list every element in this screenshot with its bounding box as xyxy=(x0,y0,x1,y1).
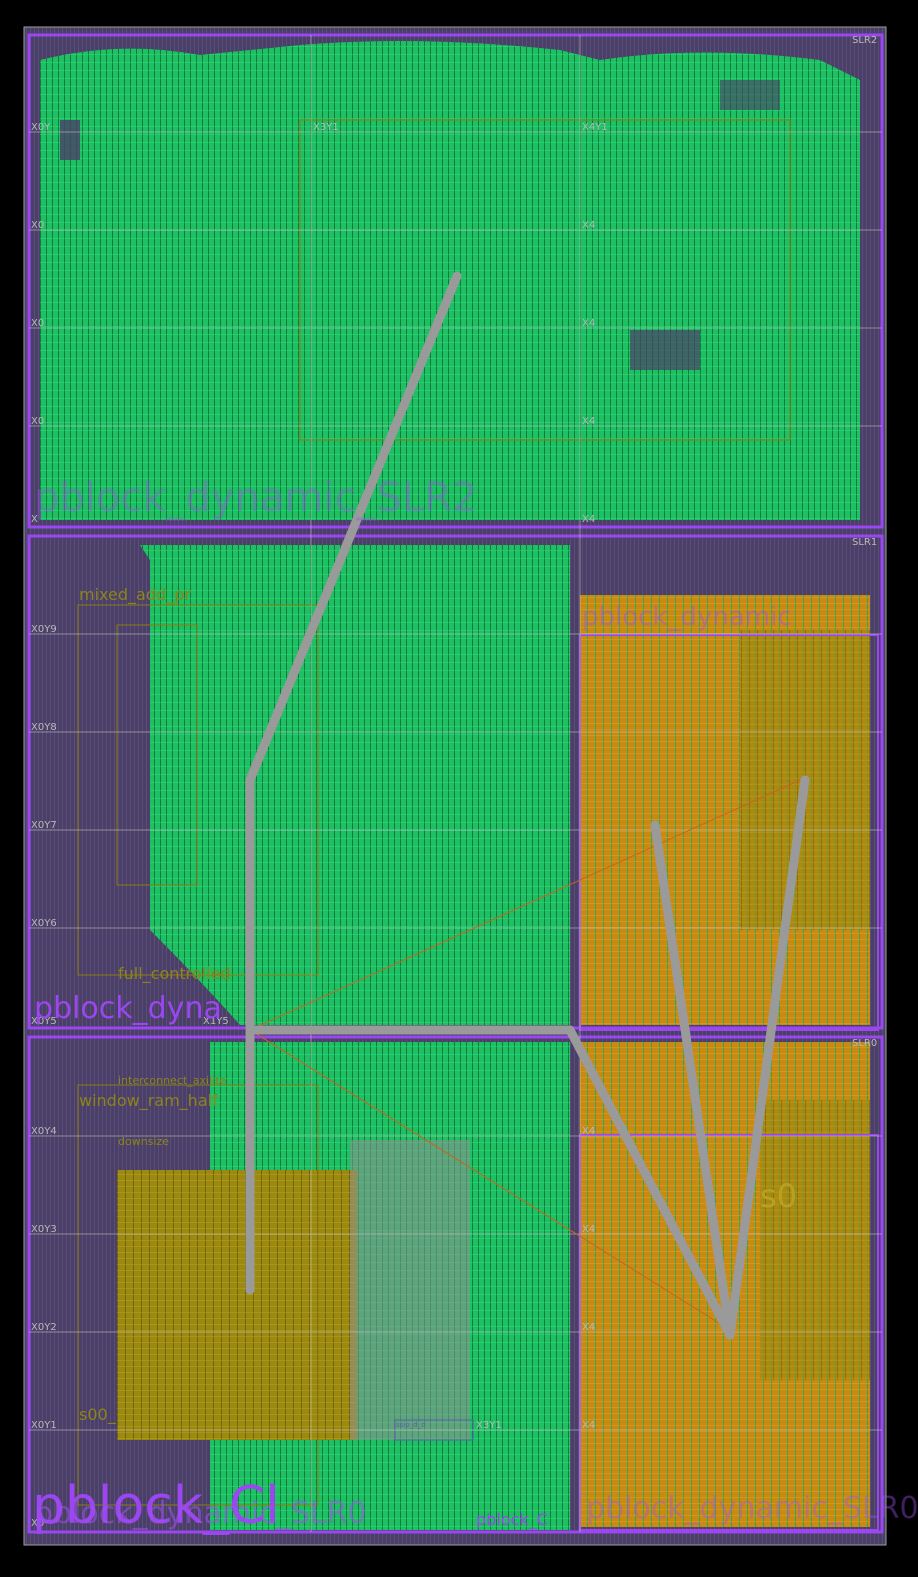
clock-region-label: X0Y2 xyxy=(31,1322,57,1333)
pblock-label: pblock_dynamic_SLR0 xyxy=(586,1491,918,1526)
clock-region-label: X4 xyxy=(582,1420,596,1431)
clock-region-label: X4 xyxy=(582,514,596,525)
clock-region-label: X4 xyxy=(582,1322,596,1333)
clock-region-label: X0Y6 xyxy=(31,918,57,929)
clock-region-label: X1Y5 xyxy=(203,1016,229,1027)
cell-label[interactable]: window_ram_half xyxy=(79,1091,218,1110)
clock-region-label: X4 xyxy=(582,1224,596,1235)
slr-label: SLR2 xyxy=(852,35,878,46)
clock-region-label: X4 xyxy=(582,416,596,427)
clock-region-label: X4 xyxy=(582,220,596,231)
cell-label[interactable]: s0 xyxy=(760,1177,798,1215)
clock-region-label: X xyxy=(31,514,38,525)
pblock-label[interactable]: pblock_Cl xyxy=(32,1476,280,1536)
slr-label: SLR0 xyxy=(852,1038,878,1049)
clock-region-label: X0Y1 xyxy=(31,1420,57,1431)
clock-region-grid xyxy=(29,35,882,1532)
clock-region-label: X0Y8 xyxy=(31,722,57,733)
clock-region-label: X0 xyxy=(31,220,45,231)
clock-region-label: X4 xyxy=(582,318,596,329)
cell-label[interactable]: s00_ xyxy=(79,1405,116,1424)
slr2-region[interactable] xyxy=(27,33,884,529)
cell-label[interactable]: downsize xyxy=(118,1135,170,1148)
clock-region-label: X4Y1 xyxy=(582,122,608,133)
clock-region-label: X0Y7 xyxy=(31,820,57,831)
cell-label[interactable]: ssip_d_d xyxy=(396,1421,426,1429)
cell-label[interactable]: full_controlled xyxy=(118,964,231,983)
clock-region-label: X0 xyxy=(31,318,45,329)
clock-region-label: X0 xyxy=(31,416,45,427)
cell-label[interactable]: mixed_add_pr xyxy=(79,585,191,604)
pblock-label[interactable]: pblock_dyna xyxy=(34,991,222,1026)
slr0-region[interactable] xyxy=(27,1035,884,1534)
clock-region-label: X3Y1 xyxy=(313,122,339,133)
pblock-label: pblock_dynamic xyxy=(582,602,792,632)
clock-region-label: X0Y9 xyxy=(31,624,57,635)
clock-region-label: X0Y xyxy=(31,122,51,133)
pblock-label: pblock_dynamic_SLR2 xyxy=(34,475,478,521)
clock-region-label: X0Y5 xyxy=(31,1016,57,1027)
pblock-label[interactable]: pblock_C xyxy=(476,1510,548,1529)
pblock-label: pblock_dynamic_SLR0 xyxy=(34,1496,367,1531)
clock-region-label: X3Y1 xyxy=(476,1420,502,1431)
cell-label[interactable]: interconnect_axilite xyxy=(118,1074,227,1087)
highlighted-route[interactable] xyxy=(245,271,810,1340)
clock-region-label: X0 xyxy=(31,1518,45,1529)
clock-region-label: X0Y3 xyxy=(31,1224,57,1235)
clock-region-label: X0Y4 xyxy=(31,1126,57,1137)
net-lines xyxy=(249,779,801,1331)
clock-region-label: X4 xyxy=(582,1126,596,1137)
slr-label: SLR1 xyxy=(852,537,878,548)
